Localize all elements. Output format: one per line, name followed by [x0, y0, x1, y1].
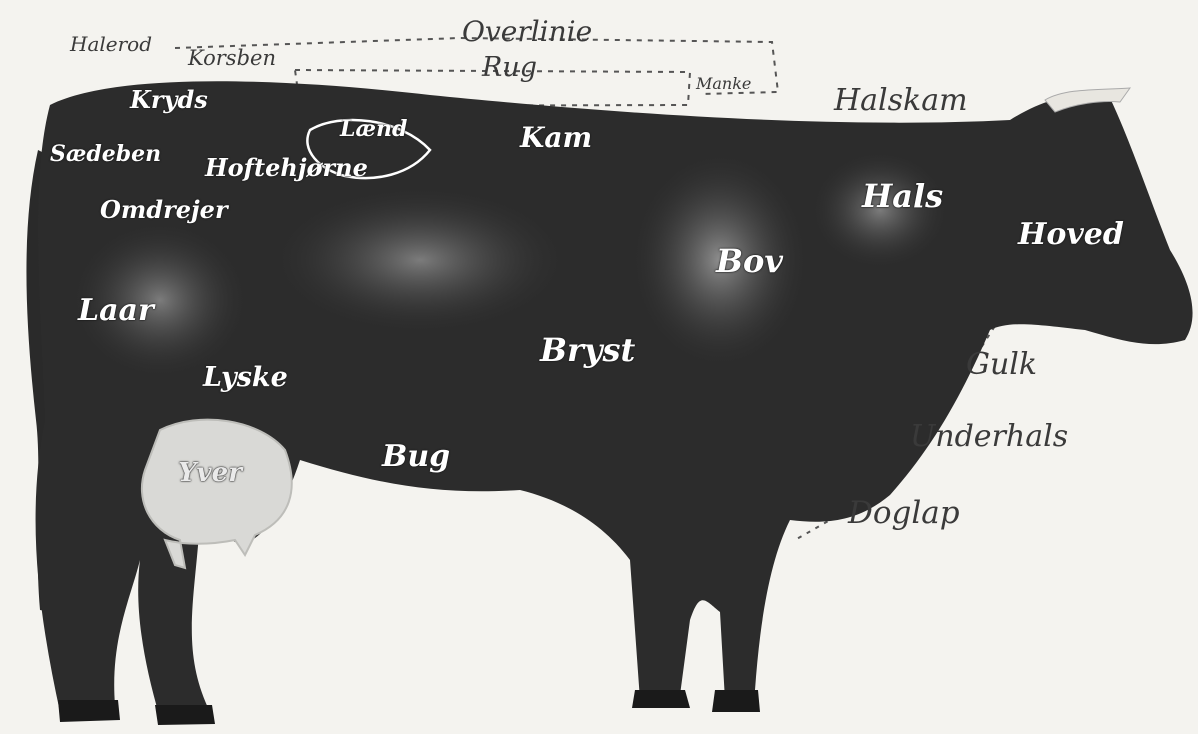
label-bov: Bov — [716, 245, 783, 277]
label-bryst: Bryst — [540, 334, 635, 366]
label-laar: Laar — [78, 296, 154, 326]
label-gulk: Gulk — [966, 350, 1037, 380]
label-doglap: Doglap — [848, 498, 960, 529]
label-hoved: Hoved — [1018, 220, 1124, 250]
flank-shading — [270, 185, 570, 335]
label-korsben: Korsben — [188, 48, 276, 69]
label-yver: Yver — [178, 460, 242, 486]
label-saedeben: Sædeben — [50, 143, 161, 165]
label-bug: Bug — [382, 442, 450, 472]
label-halerod: Halerod — [70, 34, 152, 54]
label-laend: Lænd — [340, 118, 407, 140]
label-overlinie: Overlinie — [462, 18, 592, 46]
label-hals: Hals — [862, 180, 943, 212]
label-kam: Kam — [520, 124, 592, 152]
label-kryds: Kryds — [130, 88, 208, 112]
label-hoftehjorne: Hoftehjørne — [205, 156, 368, 180]
label-lyske: Lyske — [203, 364, 288, 391]
label-manke: Manke — [696, 76, 751, 92]
label-halskam: Halskam — [834, 86, 968, 116]
label-rug: Rug — [482, 54, 537, 81]
label-underhals: Underhals — [910, 422, 1068, 452]
label-omdrejer: Omdrejer — [100, 198, 228, 222]
